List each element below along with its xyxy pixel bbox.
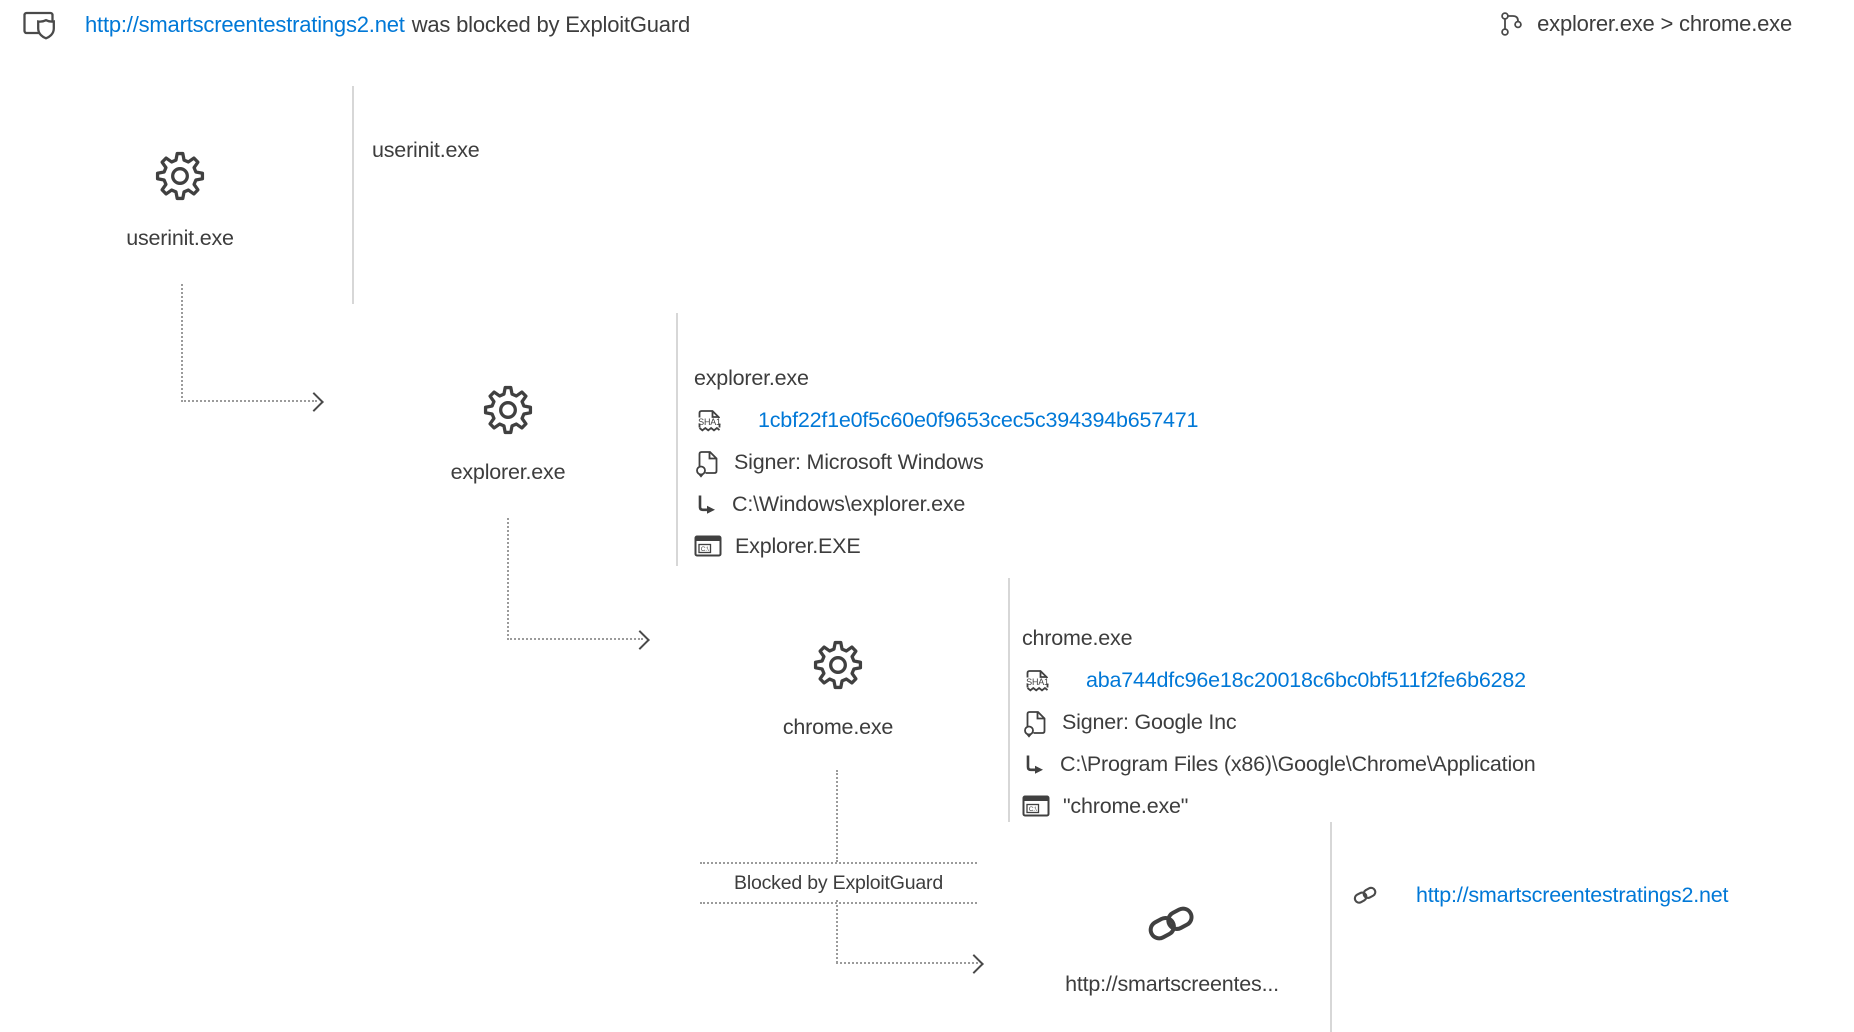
edge-chrome-url	[836, 962, 978, 964]
edge-explorer-chrome	[507, 638, 643, 640]
arrowhead-icon	[630, 630, 650, 650]
panel-divider	[1008, 578, 1010, 822]
command-line-value: Explorer.EXE	[735, 533, 861, 558]
edge-userinit-explorer	[181, 400, 317, 402]
svg-text:SHA1: SHA1	[1026, 677, 1049, 687]
path-row: C:\Windows\explorer.exe	[694, 483, 1198, 525]
process-node-chrome[interactable]: chrome.exe	[728, 639, 948, 740]
command-line-row: C:\ "chrome.exe"	[1022, 785, 1536, 827]
svg-text:C:\: C:\	[701, 546, 709, 553]
sha1-icon: SHA1	[1026, 669, 1049, 691]
url-row: http://smartscreentestratings2.net	[1352, 874, 1728, 916]
url-link[interactable]: http://smartscreentestratings2.net	[1416, 882, 1729, 907]
detail-panel-explorer: explorer.exe SHA1 1cbf22f1e0f5c60e0f9653…	[694, 364, 1199, 567]
arrowhead-icon	[304, 392, 324, 412]
command-prompt-icon: C:\	[694, 535, 722, 557]
panel-divider	[1330, 822, 1332, 1032]
detail-panel-url: http://smartscreentestratings2.net	[1352, 874, 1728, 916]
edge-explorer-chrome	[507, 518, 509, 640]
sha1-hash-link[interactable]: 1cbf22f1e0f5c60e0f9653cec5c394394b657471	[758, 407, 1199, 432]
detail-panel-userinit: userinit.exe	[372, 136, 480, 171]
sha1-hash-link[interactable]: aba744dfc96e18c20018c6bc0bf511f2fe6b6282	[1086, 667, 1526, 692]
process-tree-icon	[1501, 12, 1522, 36]
detail-title: userinit.exe	[372, 138, 480, 162]
link-icon	[1353, 886, 1377, 904]
alert-title-text: was blocked by ExploitGuard	[411, 12, 691, 37]
edge-chrome-url	[836, 770, 838, 862]
certificate-icon	[1024, 711, 1046, 738]
process-node-label: chrome.exe	[782, 715, 894, 739]
alert-title-url-link[interactable]: http://smartscreentestratings2.net	[85, 12, 405, 37]
svg-text:C:\: C:\	[1029, 806, 1037, 813]
process-chain-breadcrumb: explorer.exe > chrome.exe	[1499, 11, 1792, 37]
signer-value: Signer: Google Inc	[1062, 709, 1237, 734]
url-node[interactable]: http://smartscreentes...	[1062, 898, 1282, 997]
edge-userinit-explorer	[181, 284, 183, 402]
process-node-label: userinit.exe	[126, 226, 234, 250]
gear-icon	[155, 151, 205, 201]
link-icon	[1148, 906, 1194, 941]
command-prompt-icon: C:\	[1022, 795, 1050, 817]
arrowhead-icon	[964, 954, 984, 974]
process-node-userinit[interactable]: userinit.exe	[70, 150, 290, 251]
url-node-label: http://smartscreentes...	[1065, 972, 1279, 996]
sha1-row: SHA1 aba744dfc96e18c20018c6bc0bf511f2fe6…	[1022, 659, 1536, 701]
panel-divider	[352, 86, 354, 304]
file-path-icon	[1026, 755, 1043, 774]
command-line-value: "chrome.exe"	[1063, 793, 1189, 818]
process-chain-label: explorer.exe > chrome.exe	[1537, 11, 1792, 36]
sha1-row: SHA1 1cbf22f1e0f5c60e0f9653cec5c394394b6…	[694, 399, 1198, 441]
signer-row: Signer: Microsoft Windows	[694, 441, 1198, 483]
sha1-icon: SHA1	[698, 409, 721, 431]
certificate-icon	[696, 451, 718, 478]
panel-divider	[676, 313, 678, 566]
svg-text:SHA1: SHA1	[698, 417, 721, 427]
signer-value: Signer: Microsoft Windows	[734, 449, 984, 474]
edge-chrome-url	[836, 900, 838, 963]
process-node-explorer[interactable]: explorer.exe	[398, 384, 618, 485]
process-node-label: explorer.exe	[450, 460, 566, 484]
command-line-row: C:\ Explorer.EXE	[694, 525, 1198, 567]
detail-title: explorer.exe	[694, 366, 809, 390]
detail-panel-chrome: chrome.exe SHA1 aba744dfc96e18c20018c6bc…	[1022, 624, 1536, 827]
gear-icon	[483, 385, 533, 435]
path-row: C:\Program Files (x86)\Google\Chrome\App…	[1022, 743, 1536, 785]
detail-title: chrome.exe	[1022, 626, 1133, 650]
gear-icon	[813, 640, 863, 690]
file-path-icon	[698, 495, 715, 514]
path-value: C:\Program Files (x86)\Google\Chrome\App…	[1060, 751, 1536, 776]
blocked-edge-label: Blocked by ExploitGuard	[700, 862, 977, 904]
signer-row: Signer: Google Inc	[1022, 701, 1536, 743]
path-value: C:\Windows\explorer.exe	[732, 491, 966, 516]
blocked-site-icon	[22, 8, 62, 44]
